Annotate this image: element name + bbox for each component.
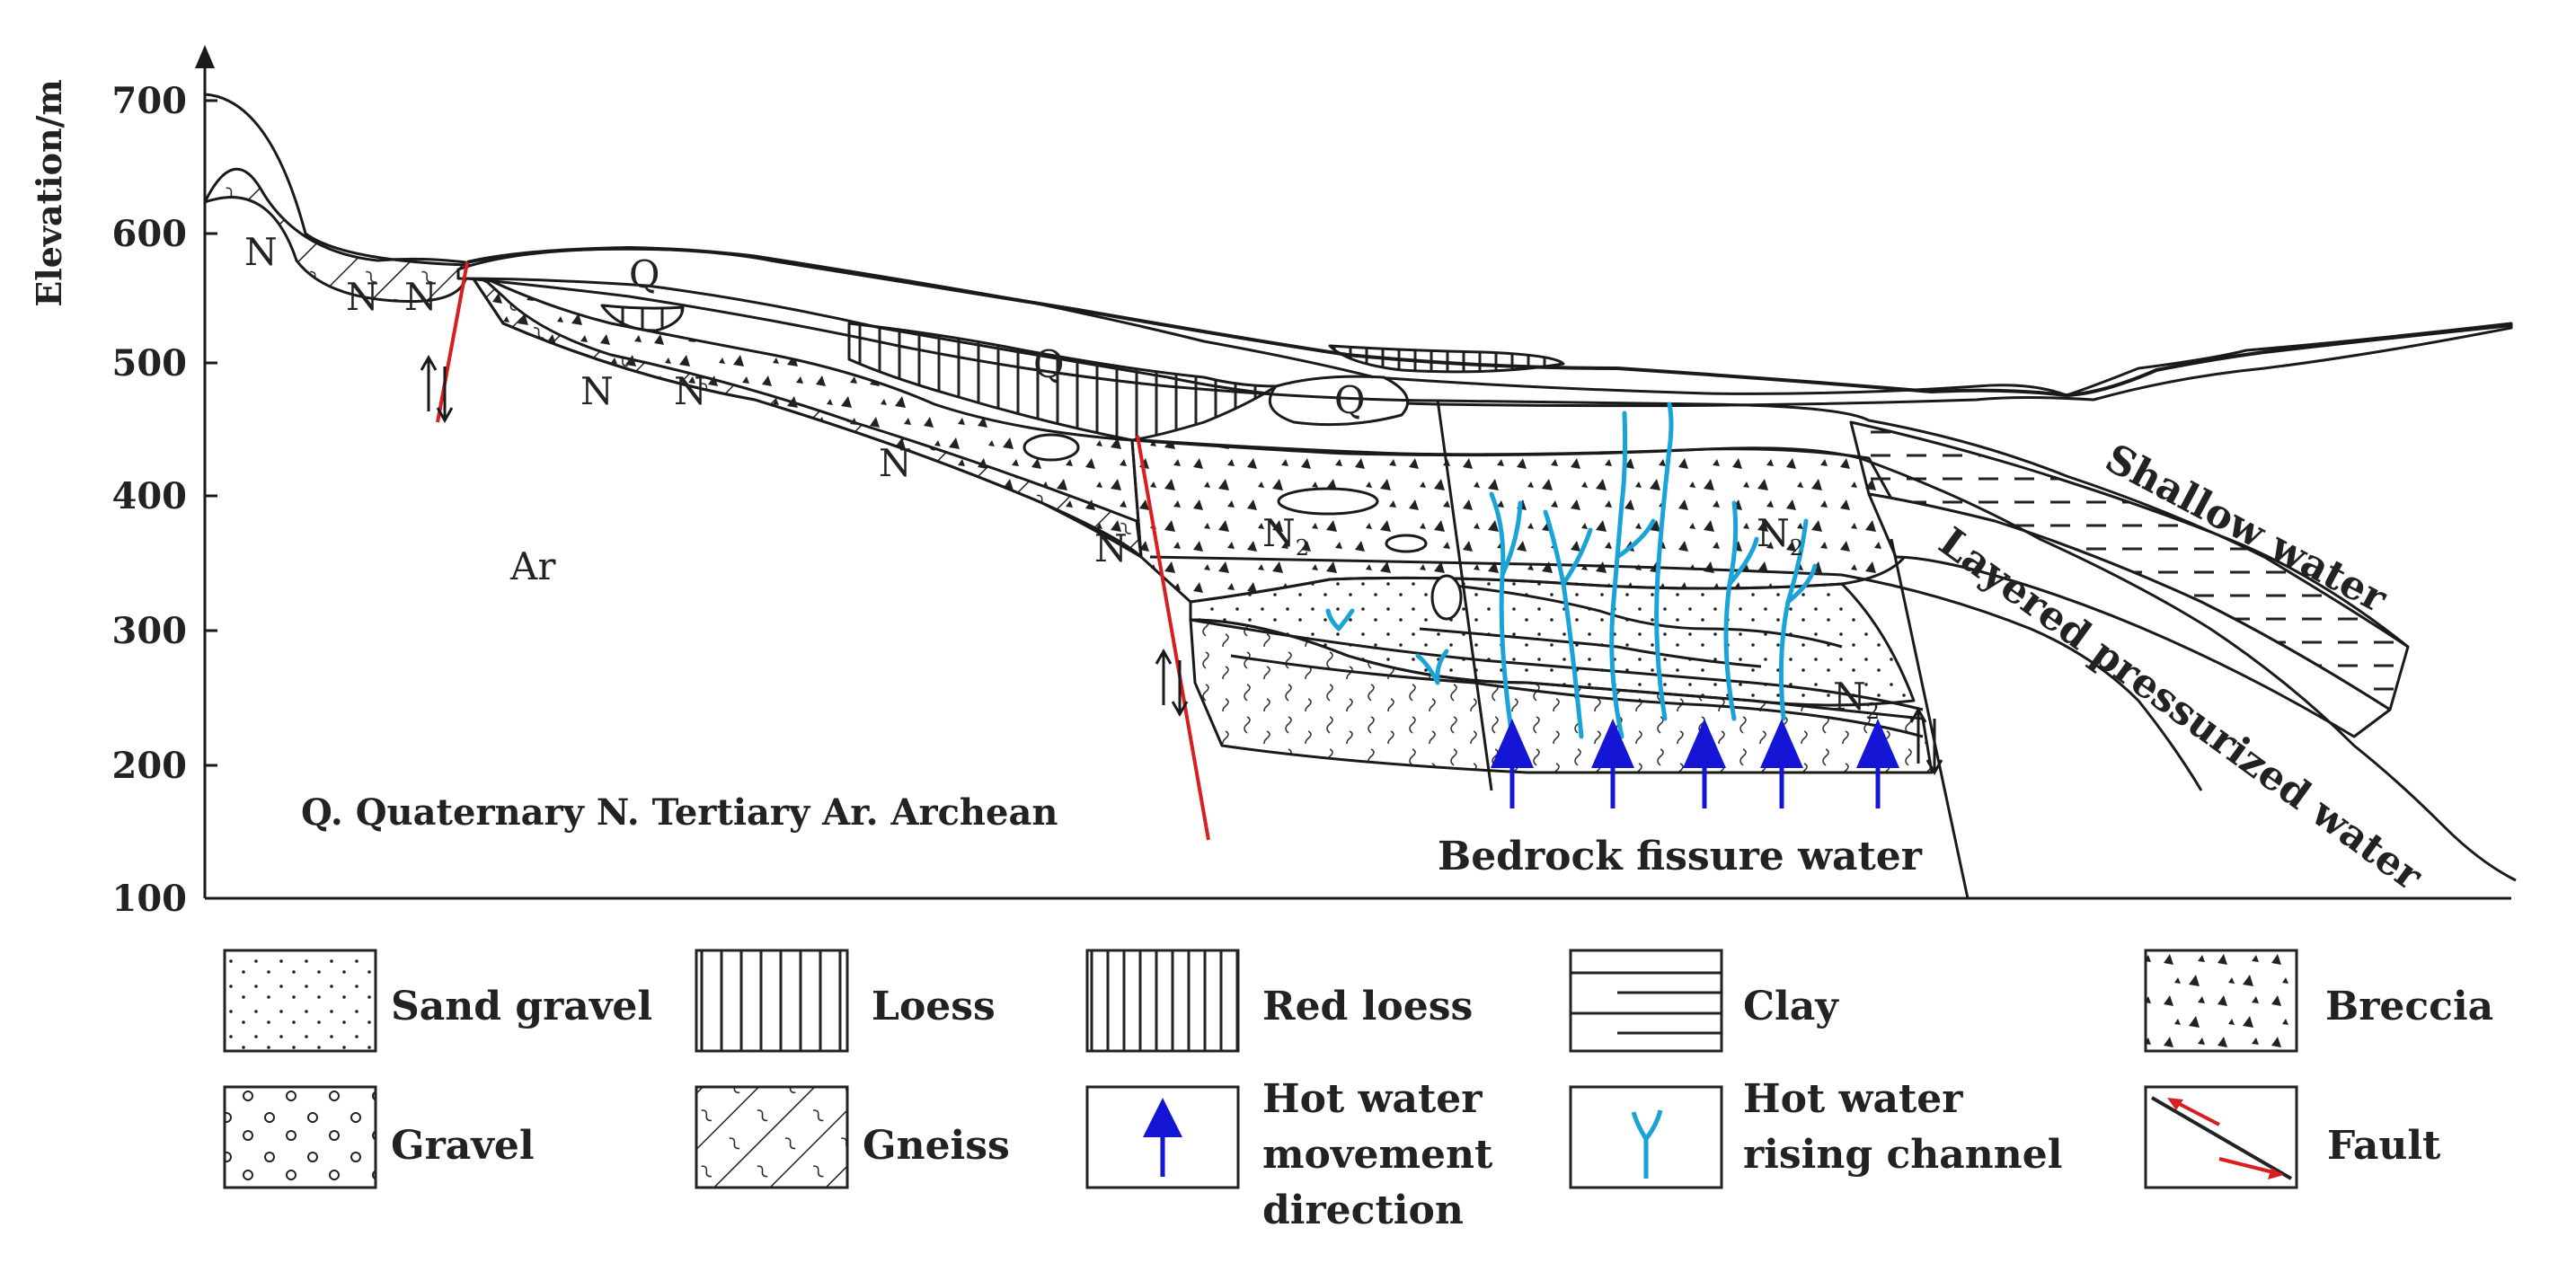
- fault-line-center: [1136, 435, 1210, 841]
- ground-surface-left: [204, 93, 468, 267]
- fault-slip-arrow-up: [420, 354, 438, 411]
- label-n2-3: N2: [1833, 675, 1880, 724]
- svg-text:movement: movement: [1262, 1132, 1493, 1178]
- y-tick-label: 200: [112, 745, 188, 787]
- svg-text:Sand gravel: Sand gravel: [391, 984, 652, 1029]
- svg-text:Clay: Clay: [1743, 984, 1839, 1029]
- legend-clay: Clay: [1569, 949, 1839, 1053]
- label-n-1: N: [244, 230, 278, 274]
- ground-surface: [466, 246, 2512, 397]
- svg-text:Gravel: Gravel: [391, 1123, 535, 1169]
- legend-loess: Loess: [695, 949, 996, 1053]
- tertiary-top: [1140, 438, 2517, 882]
- rising-channel-6: [1778, 518, 1818, 721]
- aquifer-boundary-5: [1419, 627, 1762, 668]
- fault-slip-arrow-down: [1925, 719, 1943, 776]
- label-n2-2: N2: [1757, 511, 1803, 561]
- label-n-6: N: [879, 441, 912, 485]
- label-n-3: N: [404, 275, 438, 319]
- svg-text:Breccia: Breccia: [2325, 984, 2493, 1029]
- svg-text:Hot water: Hot water: [1743, 1076, 1963, 1122]
- legend-fault: Fault: [2144, 1085, 2441, 1189]
- label-q-1: Q: [629, 252, 659, 296]
- svg-text:Loess: Loess: [872, 984, 996, 1029]
- y-tick-label: 400: [112, 475, 188, 517]
- label-n-2: N: [346, 275, 379, 319]
- fault-line-left: [436, 261, 469, 423]
- y-tick-label: 600: [112, 213, 188, 255]
- pressurized-water-layer: [1867, 492, 2392, 738]
- svg-text:rising channel: rising channel: [1743, 1132, 2062, 1178]
- svg-text:Fault: Fault: [2327, 1123, 2441, 1169]
- fault-slip-arrow-down: [436, 367, 454, 424]
- bedrock-fissure-water-label: Bedrock fissure water: [1438, 834, 1923, 879]
- svg-text:Hot water: Hot water: [1262, 1076, 1483, 1122]
- block-fault-left: [1436, 399, 1493, 791]
- fault-slip-arrow-up: [1909, 706, 1927, 764]
- aquifer-boundary-2: [1190, 618, 1924, 711]
- rising-channel-2: [1543, 509, 1593, 739]
- fissure-zone: [1189, 618, 1934, 774]
- hot-water-movement-arrows: [1491, 719, 1899, 808]
- rising-channel-3: [1609, 411, 1656, 739]
- rising-channel-8: [1415, 649, 1449, 685]
- lens-oval-3: [1385, 534, 1428, 553]
- elevation-axis: 700 600 500 400 300 200 100 Elevation/m: [29, 45, 2511, 920]
- y-tick-label: 700: [112, 80, 188, 122]
- lens-oval-1: [1022, 433, 1080, 462]
- aquifer-boundary-4: [1437, 582, 1843, 649]
- legend-hot-water-rising-channel: Hot water rising channel: [1569, 1076, 2062, 1189]
- loess-lens-2: [847, 322, 1278, 442]
- legend: Sand gravel Loess Red loess Clay Breccia…: [223, 949, 2493, 1233]
- legend-hot-water-movement: Hot water movement direction: [1085, 1076, 1493, 1233]
- y-tick-label: 100: [112, 878, 188, 920]
- rising-channel-1: [1489, 491, 1523, 739]
- y-axis-title: Elevation/m: [29, 79, 69, 306]
- loess-lens-1: [600, 304, 685, 332]
- movement-arrow-head-2: [1591, 719, 1634, 768]
- movement-arrow-head-3: [1683, 719, 1726, 768]
- legend-gravel: Gravel: [223, 1085, 535, 1189]
- quaternary-lens: [1268, 375, 1410, 427]
- label-n-7: N: [1094, 526, 1128, 570]
- lens-oval-2: [1277, 487, 1379, 516]
- abbreviation-note: Q. Quaternary N. Tertiary Ar. Archean: [301, 791, 1058, 834]
- svg-text:Red loess: Red loess: [1262, 984, 1473, 1029]
- fault-slip-arrow-down: [1171, 660, 1189, 718]
- label-n2-1: N2: [1262, 511, 1309, 561]
- aquifer-boundary-3: [1230, 654, 1924, 738]
- label-ar: Ar: [509, 544, 556, 588]
- label-q-3: Q: [1334, 378, 1365, 422]
- fault-slip-arrow-up: [1155, 648, 1173, 705]
- legend-breccia: Breccia: [2144, 949, 2493, 1053]
- hot-water-rising-channels: [1325, 402, 1818, 739]
- label-n-4: N: [580, 369, 614, 413]
- movement-arrow-head-1: [1491, 719, 1534, 768]
- faults: [420, 261, 1943, 841]
- svg-text:Gneiss: Gneiss: [863, 1123, 1010, 1169]
- lens-oval-4: [1430, 574, 1463, 621]
- y-axis-arrowhead: [195, 45, 215, 68]
- y-tick-label: 300: [112, 610, 188, 652]
- label-q-2: Q: [1033, 342, 1064, 386]
- label-n-5: N: [674, 369, 707, 413]
- strata-layers: [203, 93, 2517, 899]
- y-tick-label: 500: [112, 342, 188, 384]
- block-fault-right: [1890, 538, 1970, 899]
- movement-arrow-head-5: [1856, 719, 1899, 768]
- legend-gneiss: Gneiss: [695, 1085, 1010, 1189]
- legend-sand-gravel: Sand gravel: [223, 949, 652, 1053]
- legend-red-loess: Red loess: [1085, 949, 1473, 1053]
- movement-arrow-head-4: [1760, 719, 1803, 768]
- rising-channel-4: [1654, 402, 1674, 721]
- rising-channel-7: [1325, 608, 1355, 632]
- svg-text:direction: direction: [1262, 1188, 1464, 1233]
- rising-channel-5: [1723, 500, 1759, 721]
- aquifer-boundary-1: [1149, 555, 2203, 791]
- quaternary-base: [466, 277, 2409, 649]
